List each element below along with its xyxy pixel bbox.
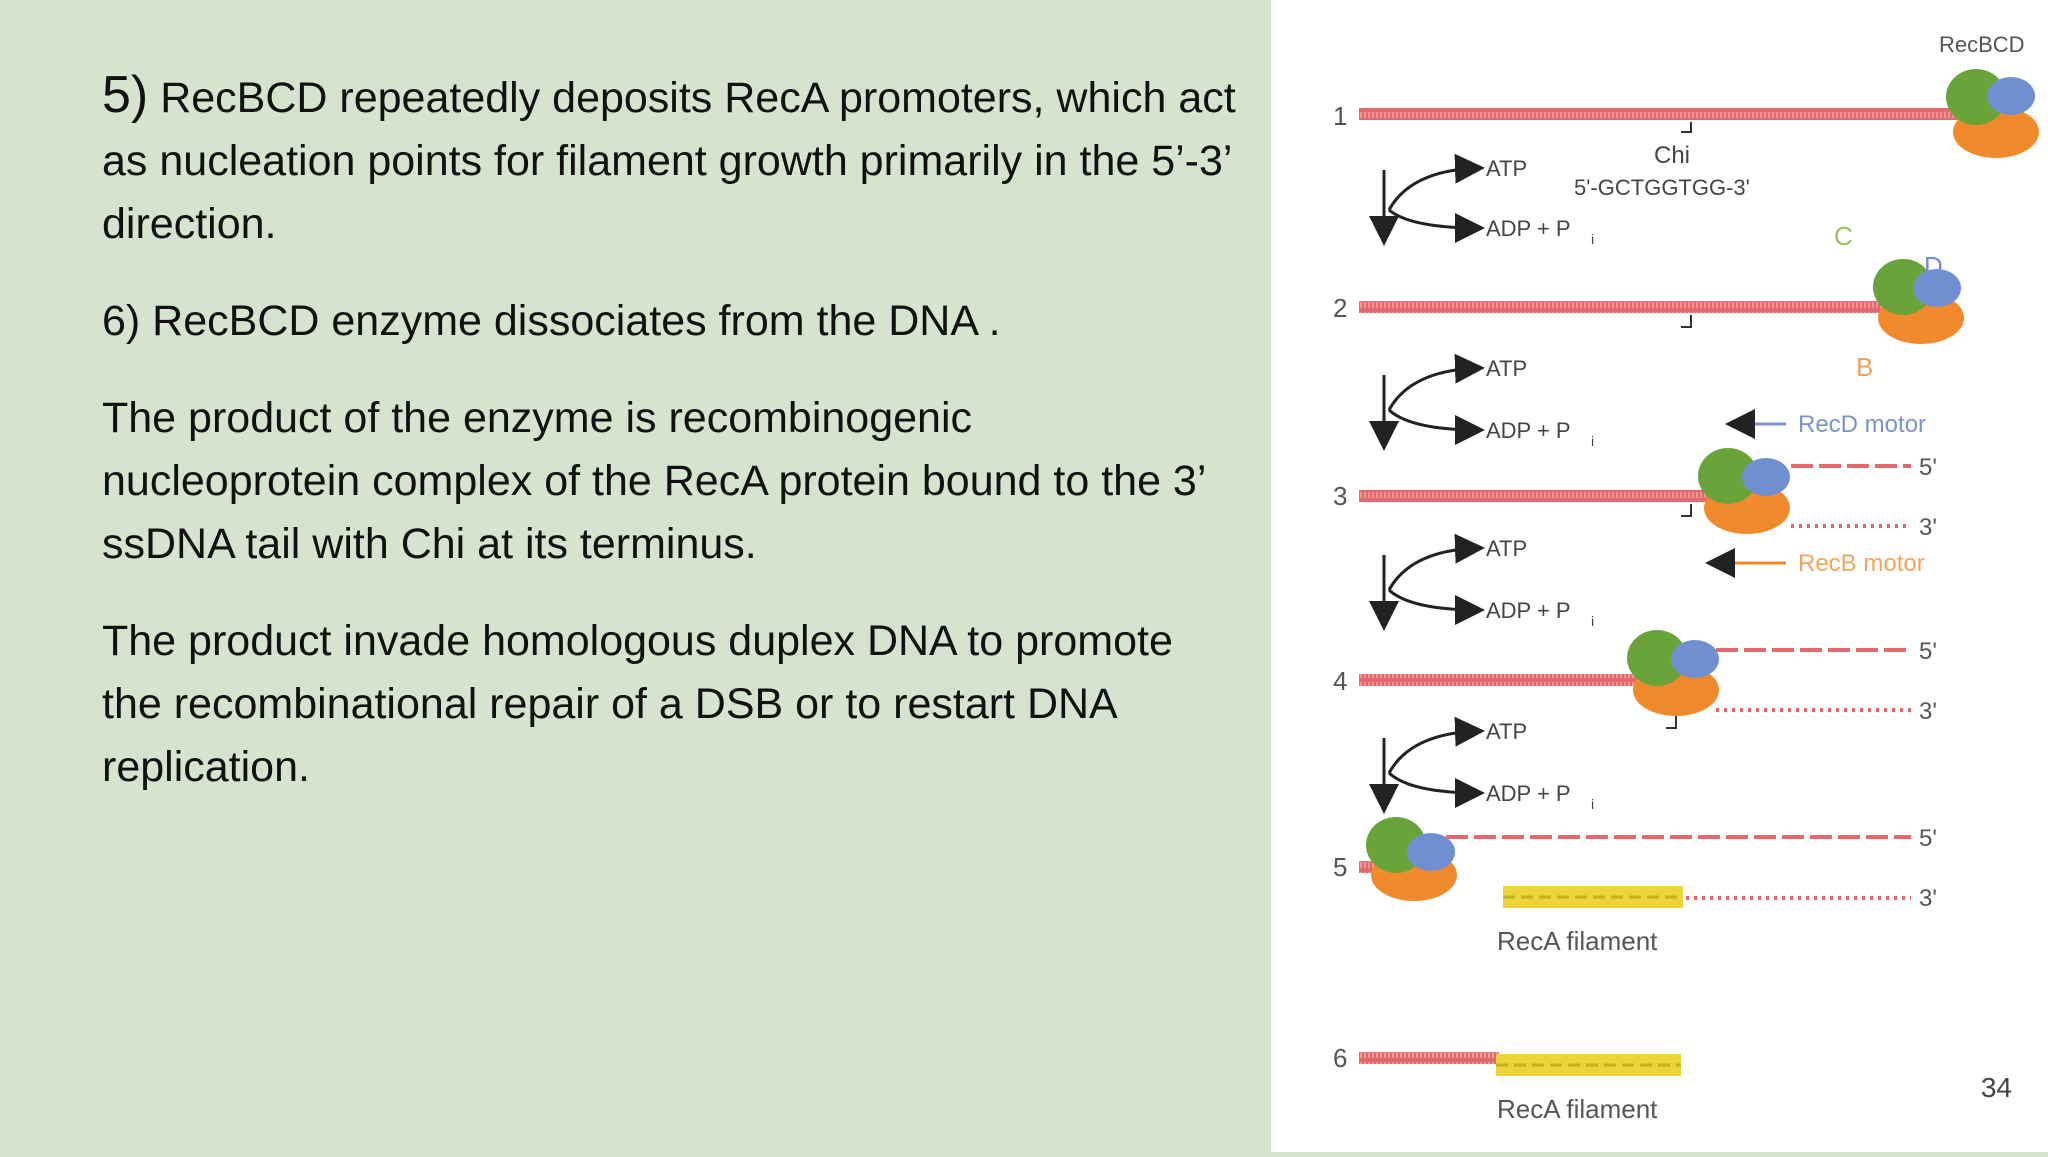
dsdna-step-1 xyxy=(1359,108,1997,120)
recbcd-enzyme-step-2 xyxy=(1873,259,1964,344)
svg-text:5': 5' xyxy=(1919,454,1937,481)
dsdna-step-6 xyxy=(1359,1052,1499,1064)
recd-motor-indicator: RecD motor xyxy=(1725,409,1926,439)
svg-text:ATP: ATP xyxy=(1486,156,1527,181)
step-4-label: 4 xyxy=(1333,666,1347,696)
svg-text:3': 3' xyxy=(1919,885,1937,912)
svg-text:3': 3' xyxy=(1919,514,1937,541)
step-5-text: RecBCD repeatedly deposits RecA promoter… xyxy=(102,74,1236,248)
chi-label: Chi xyxy=(1654,142,1690,169)
svg-text:RecB motor: RecB motor xyxy=(1798,550,1925,577)
chi-marker-step-4 xyxy=(1666,716,1677,729)
page-number: 34 xyxy=(1980,1072,2012,1103)
recbcd-enzyme-step-5 xyxy=(1366,817,1457,901)
subunit-d-label: D xyxy=(1924,251,1943,281)
dsdna-step-2 xyxy=(1359,301,1919,313)
recb-motor-indicator: RecB motor xyxy=(1705,548,1925,578)
step-3-label: 3 xyxy=(1333,481,1347,511)
dsdna-step-3 xyxy=(1359,490,1779,502)
subunit-c-label: C xyxy=(1834,221,1853,251)
paragraph-product: The product of the enzyme is recombinoge… xyxy=(102,394,1205,568)
recbcd-enzyme-step-3 xyxy=(1698,448,1790,534)
svg-text:5': 5' xyxy=(1919,638,1937,665)
dsdna-step-4 xyxy=(1359,674,1704,686)
atp-hydrolysis-1: ATP ADP + P i xyxy=(1369,153,1594,247)
reca-filament-label-step-6: RecA filament xyxy=(1497,1094,1658,1124)
svg-text:ATP: ATP xyxy=(1486,536,1527,561)
paragraph-step-5: 5) RecBCD repeatedly deposits RecA promo… xyxy=(102,64,1242,256)
svg-text:5': 5' xyxy=(1919,825,1937,852)
chi-sequence: 5'-GCTGGTGG-3' xyxy=(1574,175,1750,200)
slide-text: 5) RecBCD repeatedly deposits RecA promo… xyxy=(102,64,1242,833)
paragraph-step-6: 6) RecBCD enzyme dissociates from the DN… xyxy=(102,297,1001,345)
svg-text:i: i xyxy=(1591,433,1594,449)
recbcd-enzyme-step-1 xyxy=(1946,69,2039,158)
reca-filament-step-5 xyxy=(1503,886,1683,908)
step-5-number: 5) xyxy=(102,66,149,124)
chi-marker-step-1 xyxy=(1681,122,1692,133)
step-1-label: 1 xyxy=(1333,101,1347,131)
svg-text:ADP + P: ADP + P xyxy=(1486,598,1571,623)
chi-marker-step-2 xyxy=(1681,315,1692,328)
recbcd-pathway-diagram: RecBCD 1 Chi 5'-GCTGGTGG-3' ATP ADP + P … xyxy=(1333,32,2039,1124)
atp-hydrolysis-3: ATP ADP + P i xyxy=(1369,533,1594,631)
step-6-diagram-label: 6 xyxy=(1333,1043,1347,1073)
svg-text:ADP + P: ADP + P xyxy=(1486,418,1571,443)
svg-text:RecD motor: RecD motor xyxy=(1798,411,1926,438)
recbcd-label: RecBCD xyxy=(1939,32,2025,57)
step-5-diagram-label: 5 xyxy=(1333,852,1347,882)
diagram-panel: RecBCD 1 Chi 5'-GCTGGTGG-3' ATP ADP + P … xyxy=(1271,0,2048,1152)
atp-hydrolysis-2: ATP ADP + P i xyxy=(1369,353,1594,451)
svg-text:ATP: ATP xyxy=(1486,719,1527,744)
step-2-label: 2 xyxy=(1333,293,1347,323)
svg-text:ATP: ATP xyxy=(1486,356,1527,381)
svg-text:ADP + P: ADP + P xyxy=(1486,216,1571,241)
reca-filament-step-6 xyxy=(1496,1054,1681,1076)
svg-text:ADP + P: ADP + P xyxy=(1486,781,1571,806)
svg-text:i: i xyxy=(1591,231,1594,247)
atp-hydrolysis-4: ATP ADP + P i xyxy=(1369,716,1594,814)
paragraph-invasion: The product invade homologous duplex DNA… xyxy=(102,617,1173,791)
svg-text:i: i xyxy=(1591,613,1594,629)
reca-filament-label-step-5: RecA filament xyxy=(1497,926,1658,956)
chi-marker-step-3 xyxy=(1681,504,1692,517)
svg-text:i: i xyxy=(1591,796,1594,812)
recbcd-enzyme-step-4 xyxy=(1627,630,1719,716)
subunit-b-label: B xyxy=(1856,352,1873,382)
svg-text:3': 3' xyxy=(1919,698,1937,725)
